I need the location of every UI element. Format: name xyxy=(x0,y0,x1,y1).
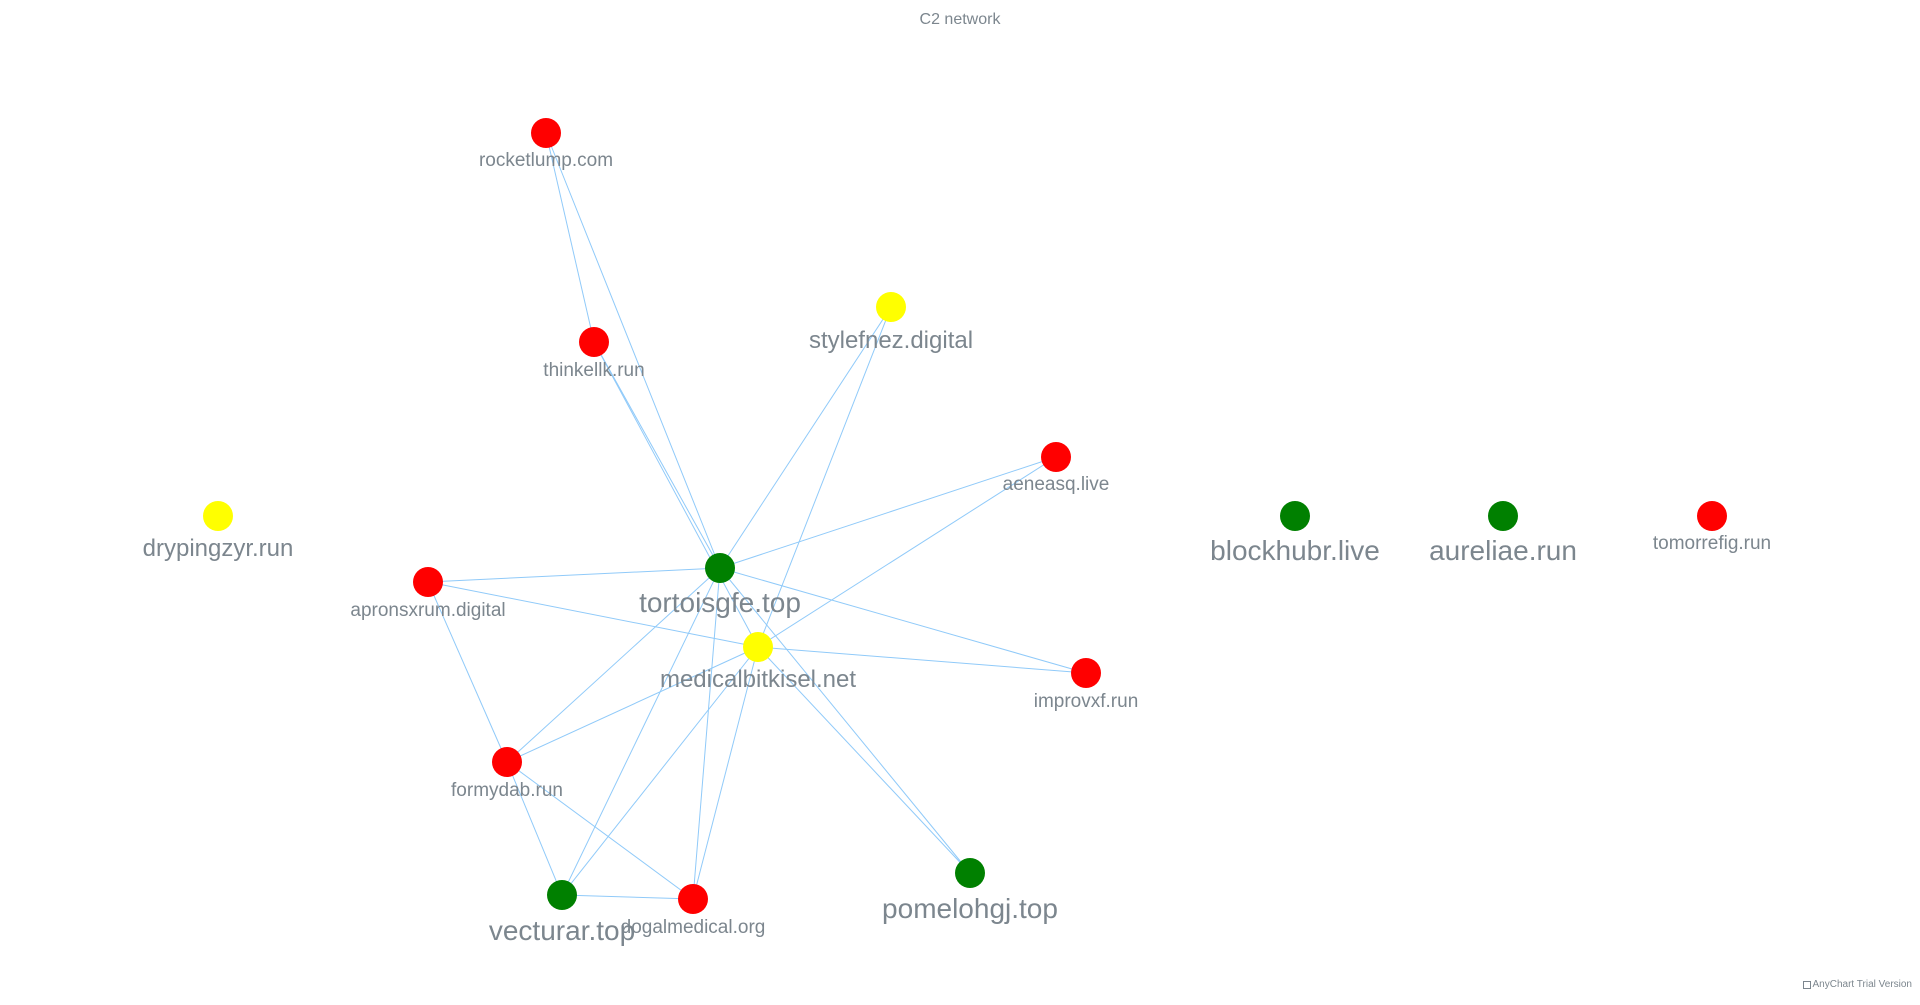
node-marker-medicalbitkisel[interactable] xyxy=(743,632,773,662)
edge-formydab-dogalmedical xyxy=(506,761,694,900)
node-label-vecturar: vecturar.top xyxy=(489,915,635,946)
node-label-improvxf: improvxf.run xyxy=(1034,691,1139,712)
edge-rocketlump-thinkellk xyxy=(545,132,595,343)
node-label-dogalmedical: dogalmedical.org xyxy=(621,917,766,938)
edge-tortoisgfe-pomelohgj xyxy=(719,567,971,874)
node-aureliae[interactable]: aureliae.run xyxy=(1429,501,1577,566)
node-drypingzyr[interactable]: drypingzyr.run xyxy=(143,501,294,562)
chart-icon xyxy=(1802,980,1811,989)
edge-stylefnez-tortoisgfe xyxy=(719,306,892,569)
node-marker-tomorrefig[interactable] xyxy=(1697,501,1727,531)
edge-apronsxrum-medicalbitkisel xyxy=(427,581,759,648)
node-marker-improvxf[interactable] xyxy=(1071,658,1101,688)
edge-tortoisgfe-vecturar xyxy=(561,567,721,896)
node-marker-aureliae[interactable] xyxy=(1488,501,1518,531)
node-blockhubr[interactable]: blockhubr.live xyxy=(1210,501,1380,566)
node-pomelohgj[interactable]: pomelohgj.top xyxy=(882,858,1058,924)
node-medicalbitkisel[interactable]: medicalbitkisel.net xyxy=(660,632,856,693)
edge-apronsxrum-formydab xyxy=(427,581,508,763)
node-marker-stylefnez[interactable] xyxy=(876,292,906,322)
credits-link[interactable]: AnyChart Trial Version xyxy=(1802,979,1913,990)
nodes-layer: rocketlump.com thinkellk.run stylefnez.dig… xyxy=(143,118,1771,946)
node-vecturar[interactable]: vecturar.top xyxy=(489,880,635,946)
node-label-formydab: formydab.run xyxy=(451,780,563,801)
node-marker-tortoisgfe[interactable] xyxy=(705,553,735,583)
node-formydab[interactable]: formydab.run xyxy=(451,747,563,801)
chart-title: C2 network xyxy=(920,11,1002,28)
edge-tortoisgfe-dogalmedical xyxy=(692,567,721,900)
edge-vecturar-dogalmedical xyxy=(561,894,694,900)
node-stylefnez[interactable]: stylefnez.digital xyxy=(809,292,973,354)
node-label-apronsxrum: apronsxrum.digital xyxy=(350,600,505,621)
edge-medicalbitkisel-vecturar xyxy=(561,646,759,896)
node-marker-formydab[interactable] xyxy=(492,747,522,777)
node-dogalmedical[interactable]: dogalmedical.org xyxy=(621,884,766,938)
edge-medicalbitkisel-formydab xyxy=(506,646,759,763)
edges-layer xyxy=(427,132,1087,900)
edge-aeneasq-medicalbitkisel xyxy=(757,456,1057,648)
node-marker-thinkellk[interactable] xyxy=(579,327,609,357)
node-label-stylefnez: stylefnez.digital xyxy=(809,327,973,354)
node-marker-drypingzyr[interactable] xyxy=(203,501,233,531)
node-tortoisgfe[interactable]: tortoisgfe.top xyxy=(639,553,801,618)
edge-thinkellk-medicalbitkisel xyxy=(593,341,759,648)
node-rocketlump[interactable]: rocketlump.com xyxy=(479,118,613,171)
edge-medicalbitkisel-improvxf xyxy=(757,646,1087,674)
node-label-tortoisgfe: tortoisgfe.top xyxy=(639,587,801,618)
credits-text: AnyChart Trial Version xyxy=(1812,979,1913,990)
node-apronsxrum[interactable]: apronsxrum.digital xyxy=(350,567,506,621)
node-marker-rocketlump[interactable] xyxy=(531,118,561,148)
node-aeneasq[interactable]: aeneasq.live xyxy=(1003,442,1110,495)
node-label-blockhubr: blockhubr.live xyxy=(1210,535,1380,566)
edge-stylefnez-medicalbitkisel xyxy=(757,306,892,648)
edge-aeneasq-tortoisgfe xyxy=(719,456,1057,569)
node-label-medicalbitkisel: medicalbitkisel.net xyxy=(660,666,856,693)
node-label-aeneasq: aeneasq.live xyxy=(1003,474,1110,495)
node-label-thinkellk: thinkellk.run xyxy=(543,360,644,381)
node-tomorrefig[interactable]: tomorrefig.run xyxy=(1653,501,1771,554)
node-marker-blockhubr[interactable] xyxy=(1280,501,1310,531)
node-marker-pomelohgj[interactable] xyxy=(955,858,985,888)
edge-tortoisgfe-improvxf xyxy=(719,567,1087,674)
edge-thinkellk-tortoisgfe xyxy=(593,341,721,569)
node-label-pomelohgj: pomelohgj.top xyxy=(882,893,1058,924)
node-thinkellk[interactable]: thinkellk.run xyxy=(543,327,645,381)
node-label-drypingzyr: drypingzyr.run xyxy=(143,535,294,562)
node-label-rocketlump: rocketlump.com xyxy=(479,150,613,171)
edge-medicalbitkisel-pomelohgj xyxy=(757,646,971,874)
node-improvxf[interactable]: improvxf.run xyxy=(1034,658,1139,712)
node-label-tomorrefig: tomorrefig.run xyxy=(1653,533,1771,554)
node-marker-vecturar[interactable] xyxy=(547,880,577,910)
edge-rocketlump-tortoisgfe xyxy=(545,132,721,569)
edge-apronsxrum-tortoisgfe xyxy=(427,567,721,583)
node-marker-dogalmedical[interactable] xyxy=(678,884,708,914)
edge-tortoisgfe-formydab xyxy=(506,567,721,763)
node-marker-aeneasq[interactable] xyxy=(1041,442,1071,472)
edge-medicalbitkisel-dogalmedical xyxy=(692,646,759,900)
node-marker-apronsxrum[interactable] xyxy=(413,567,443,597)
node-label-aureliae: aureliae.run xyxy=(1429,535,1577,566)
edge-formydab-vecturar xyxy=(506,761,563,896)
